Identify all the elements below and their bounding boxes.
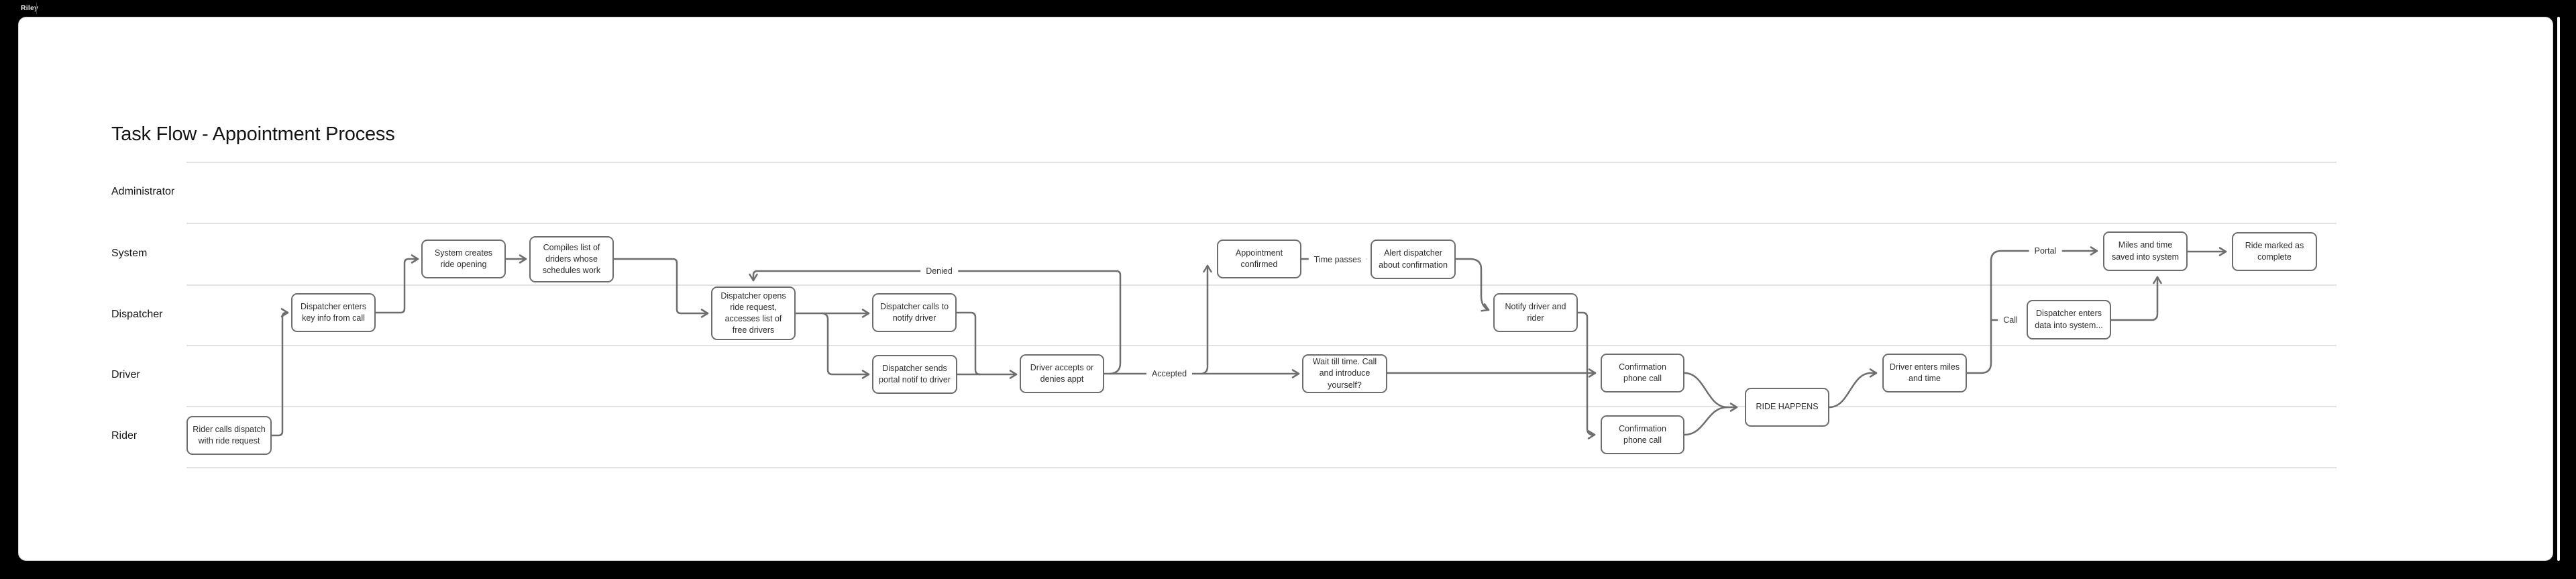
node-ride-happens[interactable]: RIDE HAPPENS <box>1745 388 1829 427</box>
tab-separator <box>36 3 37 14</box>
node-notify-driver-and-rider[interactable]: Notify driver and rider <box>1493 293 1578 332</box>
node-system-creates-ride-opening[interactable]: System creates ride opening <box>421 240 506 278</box>
edge-label-portal: Portal <box>2029 246 2062 256</box>
node-confirmation-call-driver[interactable]: Confirmation phone call <box>1601 354 1684 392</box>
lane-label-driver: Driver <box>111 369 140 380</box>
node-dispatcher-enters-data[interactable]: Dispatcher enters data into system... <box>2027 300 2111 339</box>
node-driver-enters-miles[interactable]: Driver enters miles and time <box>1882 354 1967 392</box>
node-ride-marked-complete[interactable]: Ride marked as complete <box>2232 232 2317 271</box>
lane-label-dispatcher: Dispatcher <box>111 309 163 320</box>
node-confirmation-call-rider[interactable]: Confirmation phone call <box>1601 415 1684 454</box>
lane-label-administrator: Administrator <box>111 186 175 197</box>
edge-label-accepted: Accepted <box>1146 368 1193 379</box>
node-compiles-list[interactable]: Compiles list of driders whose schedules… <box>529 236 614 282</box>
edge-label-call: Call <box>1998 315 2023 325</box>
node-dispatcher-enters-key-info[interactable]: Dispatcher enters key info from call <box>291 293 376 332</box>
edge-label-denied: Denied <box>920 266 958 276</box>
node-miles-and-time-saved[interactable]: Miles and time saved into system <box>2103 231 2188 271</box>
node-driver-accepts-or-denies[interactable]: Driver accepts or denies appt <box>1020 354 1104 393</box>
node-rider-calls-dispatch[interactable]: Rider calls dispatch with ride request <box>186 416 272 455</box>
whiteboard-canvas[interactable] <box>18 17 2553 561</box>
browser-tab-title[interactable]: Riley <box>21 4 39 12</box>
node-dispatcher-sends-portal-notif[interactable]: Dispatcher sends portal notif to driver <box>872 355 957 394</box>
window-edge-sliver <box>2557 17 2560 561</box>
lane-label-system: System <box>111 248 148 259</box>
node-dispatcher-calls-to-notify[interactable]: Dispatcher calls to notify driver <box>872 293 957 332</box>
node-alert-dispatcher[interactable]: Alert dispatcher about confirmation <box>1371 240 1456 279</box>
node-appointment-confirmed[interactable]: Appointment confirmed <box>1217 240 1301 278</box>
node-wait-till-time[interactable]: Wait till time. Call and introduce yours… <box>1302 354 1387 393</box>
lane-label-rider: Rider <box>111 430 138 441</box>
edge-label-time-passes: Time passes <box>1308 254 1367 265</box>
node-dispatcher-opens-ride-request[interactable]: Dispatcher opens ride request, accesses … <box>711 286 796 340</box>
page-title: Task Flow - Appointment Process <box>111 123 395 145</box>
